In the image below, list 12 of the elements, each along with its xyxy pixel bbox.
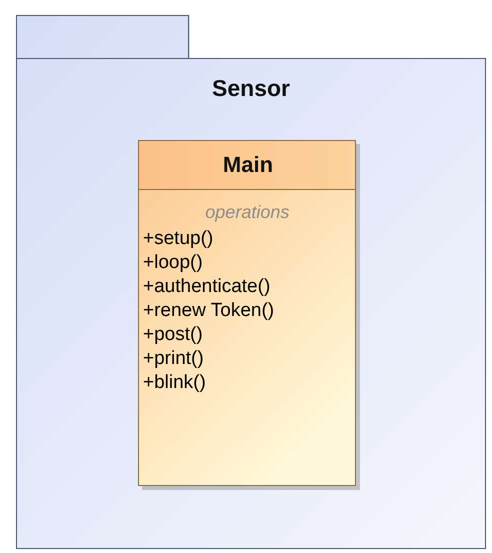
package-frame <box>16 15 486 549</box>
operation-text: +renew Token() <box>143 300 274 322</box>
operation-text: +print() <box>143 348 204 370</box>
class-box <box>138 140 360 490</box>
operation-text: +setup() <box>143 228 214 250</box>
class-name: Main <box>222 152 274 178</box>
compartment-label: operations <box>205 202 290 223</box>
operation-text: +loop() <box>143 252 203 274</box>
operation-text: +post() <box>143 324 203 346</box>
operation-text: +authenticate() <box>143 276 270 298</box>
operation-text: +blink() <box>143 372 206 394</box>
package-name: Sensor <box>212 75 290 102</box>
